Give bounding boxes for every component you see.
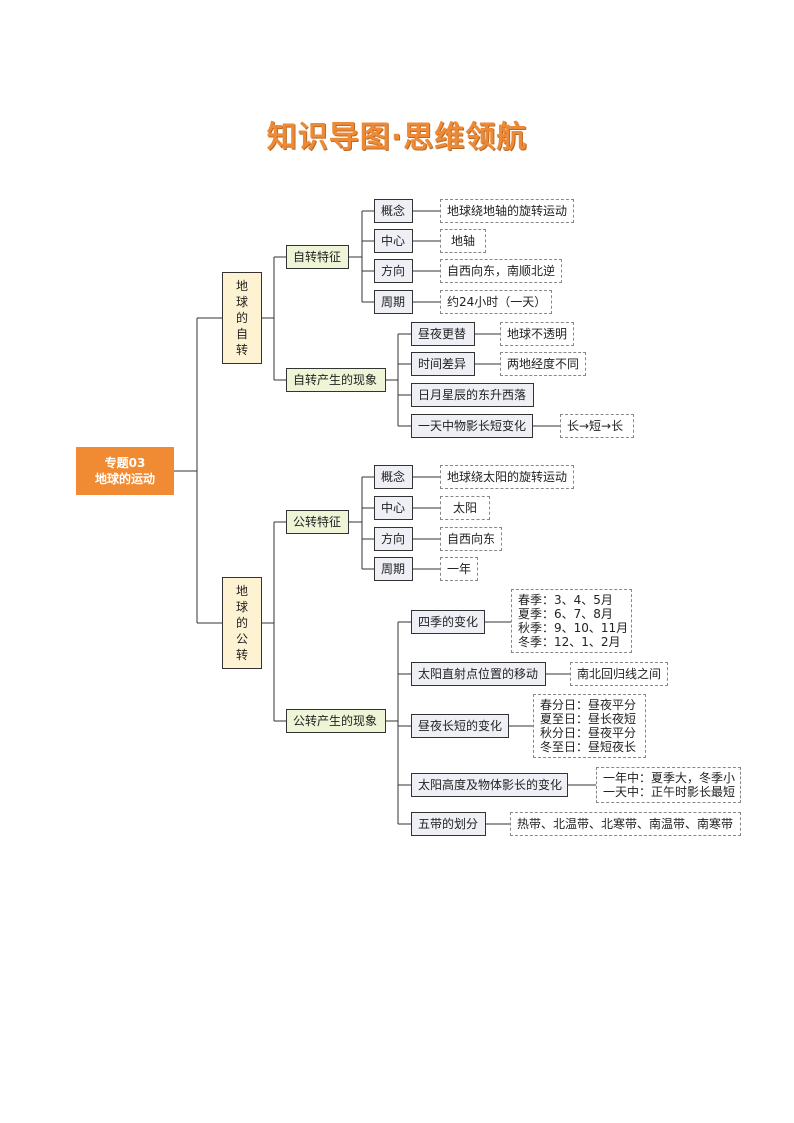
revolution-phenomenon-five-zones-detail: 热带、北温带、北寒带、南温带、南寒带	[510, 812, 741, 836]
rotation-phenomenon-shadow-change: 一天中物影长短变化	[411, 414, 533, 438]
rotation-phenomenon-day-night-detail: 地球不透明	[500, 322, 574, 346]
rotation-features: 自转特征	[286, 245, 349, 269]
rotation-feature-period-detail: 约24小时（一天）	[440, 290, 552, 314]
revolution-feature-concept-detail: 地球绕太阳的旋转运动	[440, 465, 574, 489]
branch-revolution: 地 球 的 公 转	[222, 577, 262, 669]
rotation-phenomenon-celestial-motion: 日月星辰的东升西落	[411, 383, 534, 407]
rotation-feature-concept-detail: 地球绕地轴的旋转运动	[440, 199, 574, 223]
rotation-phenomenon-time-difference: 时间差异	[411, 352, 475, 376]
root-topic: 专题03 地球的运动	[76, 447, 174, 495]
revolution-phenomenon-direct-point-detail: 南北回归线之间	[570, 662, 668, 686]
revolution-feature-center-detail: 太阳	[440, 496, 490, 520]
rotation-feature-center: 中心	[374, 229, 413, 253]
revolution-phenomenon-day-length-detail: 春分日：昼夜平分 夏至日：昼长夜短 秋分日：昼夜平分 冬至日：昼短夜长	[533, 694, 646, 758]
revolution-phenomenon-seasons: 四季的变化	[411, 610, 485, 634]
rotation-feature-concept: 概念	[374, 199, 413, 223]
revolution-feature-direction: 方向	[374, 527, 413, 551]
revolution-feature-concept: 概念	[374, 465, 413, 489]
rotation-phenomenon-day-night: 昼夜更替	[411, 322, 475, 346]
rotation-phenomenon-time-difference-detail: 两地经度不同	[500, 352, 586, 376]
page-title: 知识导图·思维领航	[266, 120, 528, 155]
revolution-feature-period: 周期	[374, 557, 413, 581]
revolution-phenomenon-sun-height-detail: 一年中：夏季大，冬季小 一天中：正午时影长最短	[596, 767, 741, 803]
revolution-phenomenon-direct-point: 太阳直射点位置的移动	[411, 662, 546, 686]
revolution-feature-direction-detail: 自西向东	[440, 527, 502, 551]
rotation-phenomena: 自转产生的现象	[286, 368, 386, 392]
rotation-feature-period: 周期	[374, 290, 413, 314]
branch-rotation: 地 球 的 自 转	[222, 272, 262, 364]
revolution-features: 公转特征	[286, 510, 349, 534]
revolution-feature-period-detail: 一年	[440, 557, 478, 581]
rotation-feature-direction: 方向	[374, 259, 413, 283]
revolution-phenomenon-seasons-detail: 春季：3、4、5月 夏季：6、7、8月 秋季：9、10、11月 冬季：12、1、…	[511, 589, 632, 653]
revolution-feature-center: 中心	[374, 496, 413, 520]
rotation-feature-direction-detail: 自西向东，南顺北逆	[440, 259, 562, 283]
revolution-phenomenon-day-length: 昼夜长短的变化	[411, 714, 509, 738]
revolution-phenomena: 公转产生的现象	[286, 709, 386, 733]
rotation-phenomenon-shadow-change-detail: 长→短→长	[560, 414, 634, 438]
rotation-feature-center-detail: 地轴	[440, 229, 486, 253]
revolution-phenomenon-sun-height: 太阳高度及物体影长的变化	[411, 773, 568, 797]
revolution-phenomenon-five-zones: 五带的划分	[411, 812, 486, 836]
